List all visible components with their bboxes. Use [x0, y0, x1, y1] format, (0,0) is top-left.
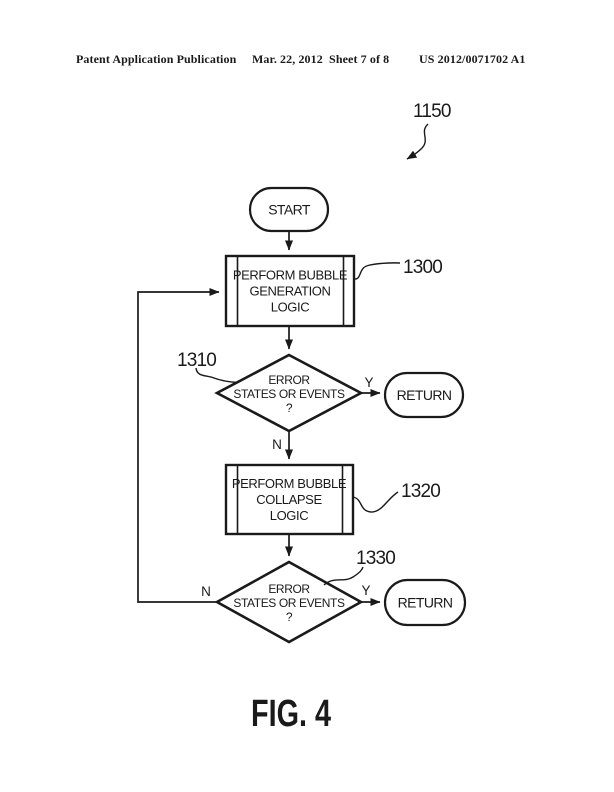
ref-connector-1330 [323, 566, 364, 586]
generation-box-ref: 1300 [403, 257, 442, 278]
collapse-box-label-line1: PERFORM BUBBLE [232, 476, 347, 491]
decision1-label-line1: ERROR [268, 373, 310, 387]
decision2-yes-label: Y [361, 583, 370, 598]
decision2-ref: 1330 [356, 548, 395, 569]
ref-connector-1310 [195, 367, 239, 384]
decision1-ref: 1310 [177, 350, 216, 371]
header-publication-type: Patent Application Publication [76, 52, 237, 66]
decision1-label-line3: ? [286, 401, 293, 415]
collapse-box [224, 463, 355, 536]
ref-connector-1320 [352, 491, 399, 513]
decision2-label-line1: ERROR [268, 582, 310, 596]
decision2-no-label: N [201, 584, 211, 599]
loop-back-connector [137, 288, 220, 603]
figure-caption: FIG. 4 [251, 693, 331, 735]
figure-ref-arrow [406, 123, 429, 160]
return-terminal-2 [383, 578, 467, 627]
decision1-no-label: N [272, 437, 282, 452]
collapse-box-label-line3: LOGIC [270, 508, 308, 523]
generation-box-label-line3: LOGIC [271, 300, 309, 315]
generation-box-label-line1: PERFORM BUBBLE [233, 268, 348, 283]
return2-label: RETURN [398, 595, 453, 611]
generation-box-label-line2: GENERATION [250, 284, 331, 299]
decision2-label-line2: STATES OR EVENTS [233, 596, 345, 610]
decision2-label-line3: ? [286, 610, 293, 624]
return1-label: RETURN [397, 387, 452, 403]
header-doc-number: US 2012/0071702 A1 [419, 52, 526, 66]
decision1-label-line2: STATES OR EVENTS [233, 387, 345, 401]
return-terminal-1 [383, 371, 465, 419]
figure-ref-label: 1150 [413, 101, 451, 122]
header-date-sheet: Mar. 22, 2012 Sheet 7 of 8 [252, 52, 390, 66]
ref-connector-1300 [353, 262, 401, 280]
collapse-box-ref: 1320 [401, 481, 440, 502]
decision1-yes-label: Y [364, 375, 373, 390]
start-label: START [268, 202, 311, 218]
decision-error-2 [214, 560, 364, 644]
collapse-box-label-line2: COLLAPSE [256, 492, 322, 507]
generation-box [224, 254, 356, 328]
